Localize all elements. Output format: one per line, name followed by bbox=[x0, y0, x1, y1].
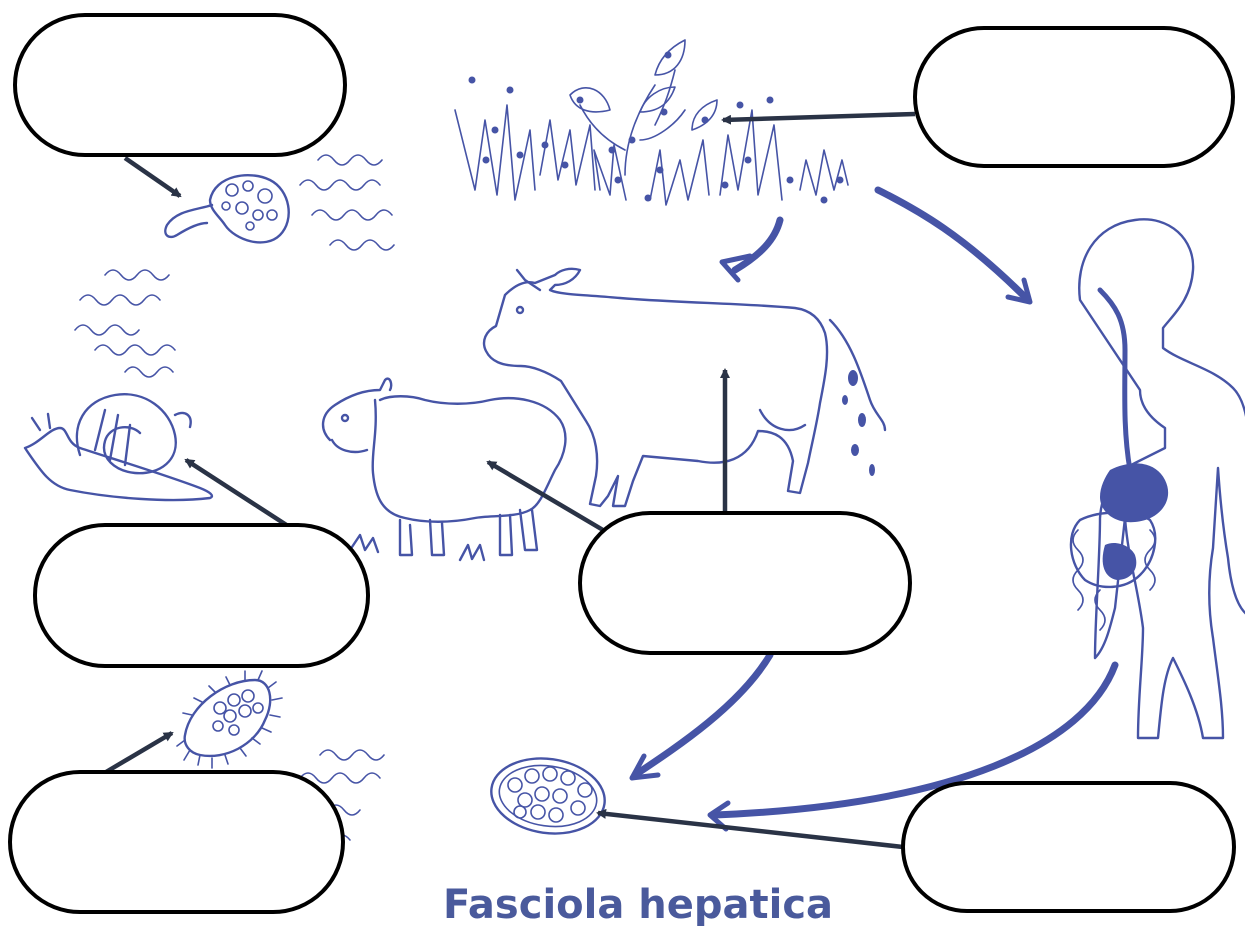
label-box-top-right[interactable] bbox=[915, 28, 1233, 166]
label-pointer-arrows bbox=[106, 114, 915, 847]
lifecycle-flow-arrows bbox=[632, 190, 1115, 829]
human-illustration bbox=[1071, 219, 1245, 738]
label-box-bottom-right[interactable] bbox=[903, 783, 1234, 911]
cercaria-illustration bbox=[165, 175, 288, 242]
cow-illustration bbox=[484, 269, 885, 506]
water-waves-top bbox=[300, 155, 394, 250]
label-box-middle-left[interactable] bbox=[35, 525, 368, 666]
water-waves-middle bbox=[75, 270, 175, 377]
egg-illustration bbox=[486, 751, 609, 840]
diagram-title: Fasciola hepatica bbox=[443, 882, 833, 926]
sheep-illustration bbox=[323, 379, 565, 560]
label-box-center[interactable] bbox=[580, 513, 910, 653]
snail-illustration bbox=[25, 394, 212, 500]
grass-with-cysts bbox=[455, 40, 848, 205]
label-box-top-left[interactable] bbox=[15, 15, 345, 155]
label-box-bottom-left[interactable] bbox=[10, 772, 343, 912]
miracidium-illustration bbox=[177, 671, 282, 768]
